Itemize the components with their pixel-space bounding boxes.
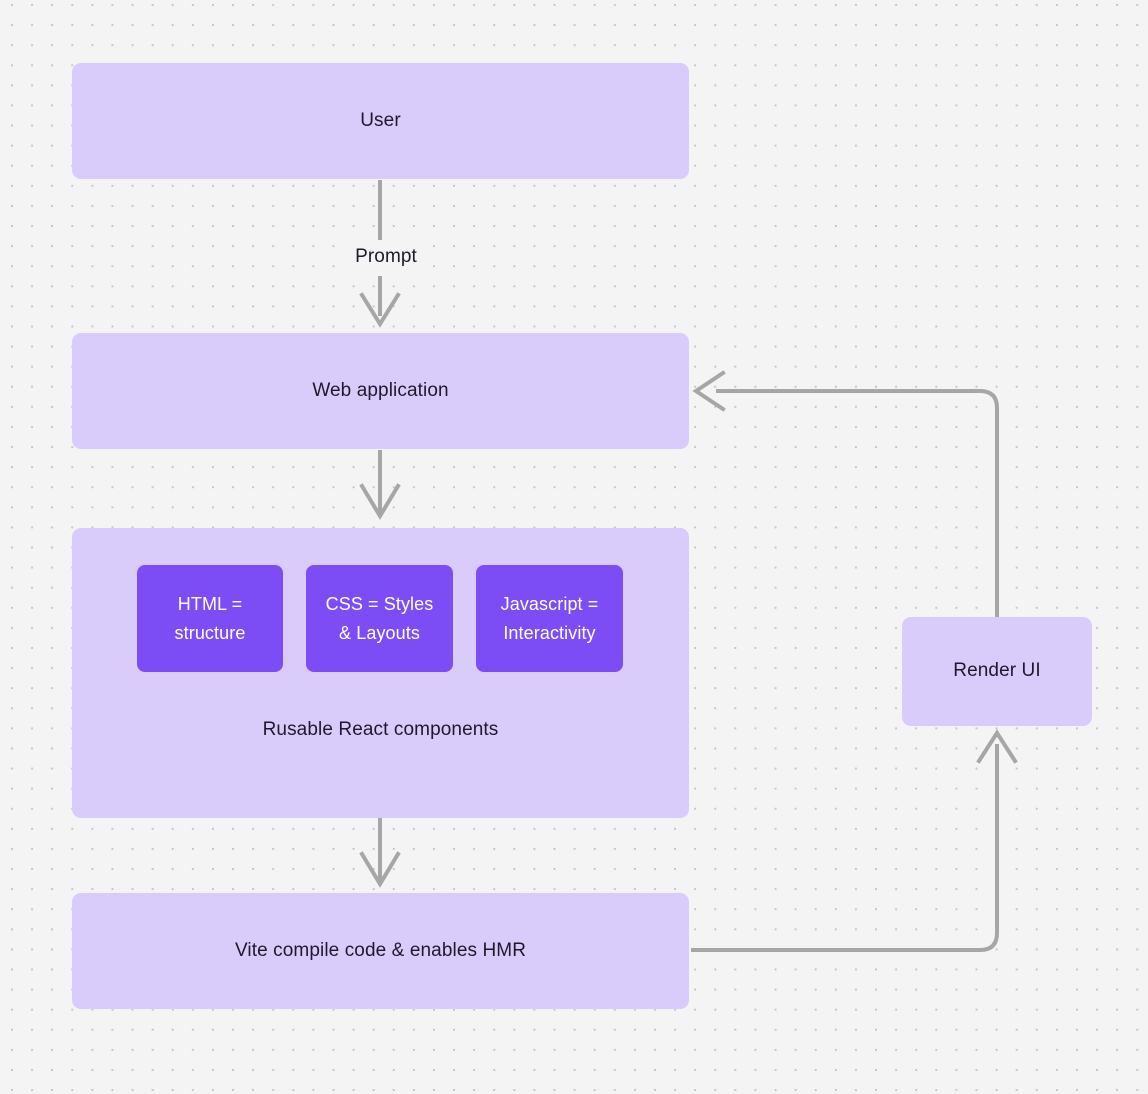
arrowhead-up-render xyxy=(976,729,1018,764)
node-css[interactable]: CSS = Styles & Layouts xyxy=(306,565,453,672)
node-components-group-caption: Rusable React components xyxy=(72,719,689,741)
edge-label-prompt: Prompt xyxy=(339,245,433,269)
arrowhead-down-vite xyxy=(359,851,401,888)
node-css-line2: & Layouts xyxy=(339,622,420,643)
node-html-line1: HTML = xyxy=(177,593,243,614)
node-render-ui-label: Render UI xyxy=(953,660,1041,682)
node-web-application[interactable]: Web application xyxy=(72,333,689,449)
node-components-group-caption-text: Rusable React components xyxy=(262,719,499,740)
node-render-ui[interactable]: Render UI xyxy=(902,617,1092,726)
node-html-line2: structure xyxy=(174,622,246,643)
node-css-line1: CSS = Styles xyxy=(325,593,434,614)
connector-render-to-web xyxy=(716,389,999,617)
node-user[interactable]: User xyxy=(72,63,689,179)
node-javascript-line1: Javascript = xyxy=(500,593,599,614)
node-vite[interactable]: Vite compile code & enables HMR xyxy=(72,893,689,1009)
node-javascript[interactable]: Javascript = Interactivity xyxy=(476,565,623,672)
node-user-label: User xyxy=(360,109,401,131)
node-web-application-label: Web application xyxy=(312,379,449,401)
connector-vite-to-render xyxy=(691,744,999,952)
arrowhead-down-components xyxy=(359,483,401,520)
arrowhead-left-web xyxy=(692,370,726,412)
edge-label-prompt-text: Prompt xyxy=(355,246,417,267)
node-vite-label: Vite compile code & enables HMR xyxy=(234,939,527,961)
node-html[interactable]: HTML = structure xyxy=(137,565,283,672)
node-javascript-line2: Interactivity xyxy=(503,622,596,643)
arrowhead-down-prompt xyxy=(359,292,401,328)
